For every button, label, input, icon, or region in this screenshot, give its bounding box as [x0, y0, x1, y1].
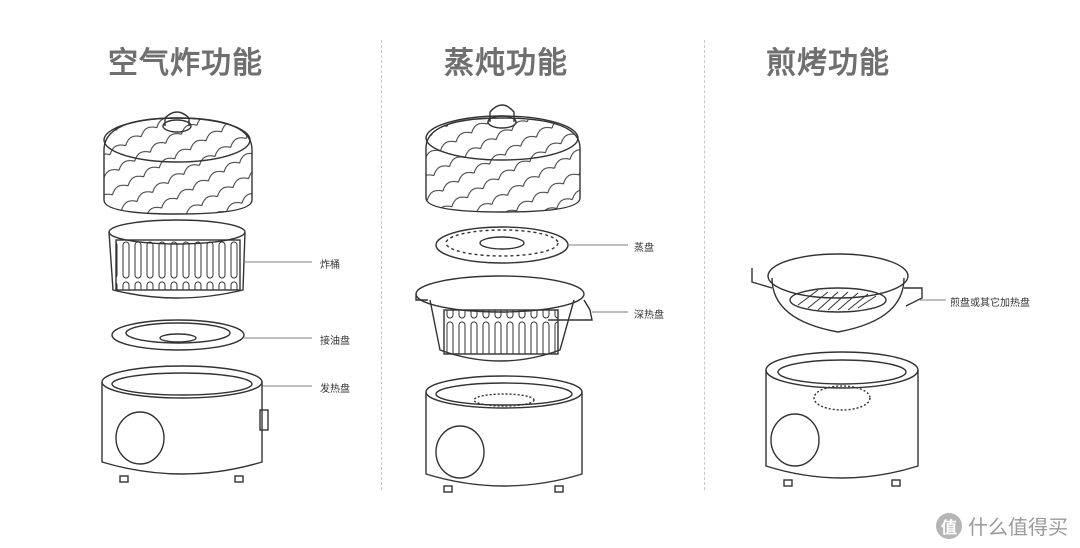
steam-plate [435, 226, 569, 264]
part-label-grill-plate: 煎盘或其它加热盘 [950, 298, 1030, 309]
drip-tray [111, 319, 245, 351]
section-title-air-fry: 空气炸功能 [108, 46, 263, 81]
watermark-text: 什么值得买 [968, 515, 1068, 539]
part-label-drip-tray: 接油盘 [320, 336, 350, 347]
section-divider [704, 40, 705, 490]
base-unit-1 [101, 365, 269, 483]
base-unit-3 [765, 351, 919, 487]
part-label-deep-pot: 深热盘 [634, 310, 664, 321]
air-fry-basket [108, 219, 246, 299]
air-fry-lid [103, 111, 253, 215]
watermark: 值 什么值得买 [936, 511, 1068, 540]
part-label-steam-plate: 蒸盘 [634, 243, 654, 254]
section-title-steam: 蒸炖功能 [444, 46, 568, 81]
deep-pot [415, 275, 593, 362]
section-divider [381, 40, 382, 490]
base-unit-2 [425, 375, 583, 493]
part-label-heating-plate: 发热盘 [320, 384, 350, 395]
section-title-grill: 煎烤功能 [766, 46, 890, 81]
part-label-fry-basket: 炸桶 [320, 260, 340, 271]
grill-plate [751, 253, 923, 333]
steam-lid [425, 104, 581, 213]
watermark-logo-icon: 值 [936, 512, 962, 539]
